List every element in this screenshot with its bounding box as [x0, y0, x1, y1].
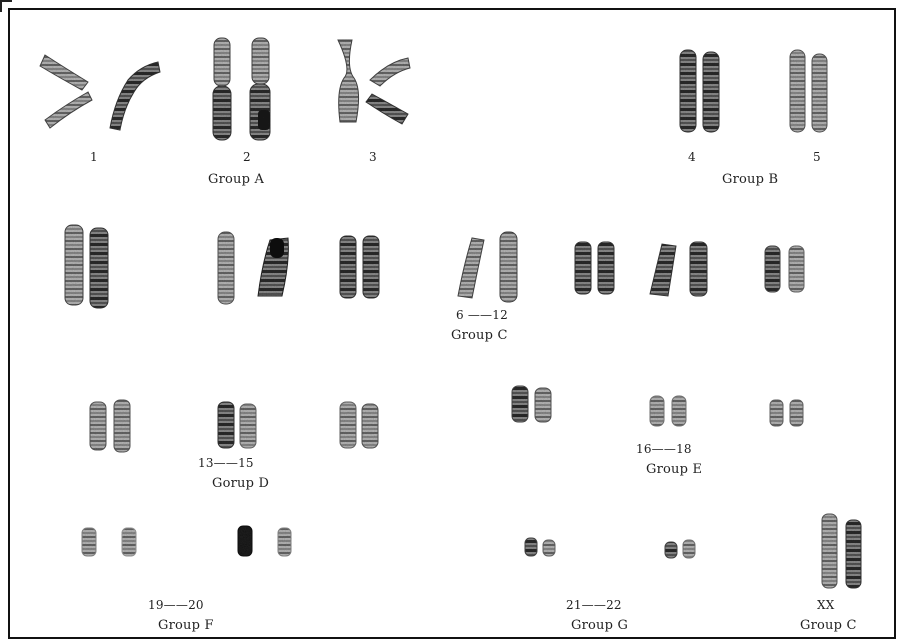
- chromosome-4-pair: [680, 50, 719, 132]
- chromosome-1-label: 1: [90, 150, 98, 164]
- chromosome-range-21-22: 21——22: [566, 598, 622, 612]
- group-a-label: Group A: [208, 172, 264, 187]
- chromosome-range-13-15: 13——15: [198, 456, 254, 470]
- chromosome-1-pair: [40, 55, 160, 130]
- chromosomes-13-15: [90, 400, 378, 452]
- chromosome-2-label: 2: [243, 150, 251, 164]
- group-c-sex-label: Group C: [800, 618, 857, 633]
- chromosome-5-pair: [790, 50, 827, 132]
- chromosomes-xx: [822, 514, 861, 588]
- chromosomes-16-18: [512, 386, 803, 426]
- chromosome-2-pair: [213, 38, 270, 140]
- group-b-label: Group B: [722, 172, 778, 187]
- group-c-label: Group C: [451, 328, 508, 343]
- group-d-label: Gorup D: [212, 476, 269, 491]
- chromosome-range-6-12: 6 ——12: [456, 308, 508, 322]
- chromosome-range-19-20: 19——20: [148, 598, 204, 612]
- chromosomes-19-20: [82, 526, 291, 556]
- chromosomes-21-22: [525, 538, 695, 558]
- sex-chromosome-label: XX: [817, 598, 835, 612]
- group-e-label: Group E: [646, 462, 702, 477]
- chromosome-4-label: 4: [688, 150, 696, 164]
- chromosomes-6-12: [65, 225, 804, 308]
- group-g-label: Group G: [571, 618, 628, 633]
- chromosome-3-label: 3: [369, 150, 377, 164]
- group-f-label: Group F: [158, 618, 214, 633]
- chromosome-3-pair: [338, 40, 410, 124]
- chromosome-5-label: 5: [813, 150, 821, 164]
- chromosome-range-16-18: 16——18: [636, 442, 692, 456]
